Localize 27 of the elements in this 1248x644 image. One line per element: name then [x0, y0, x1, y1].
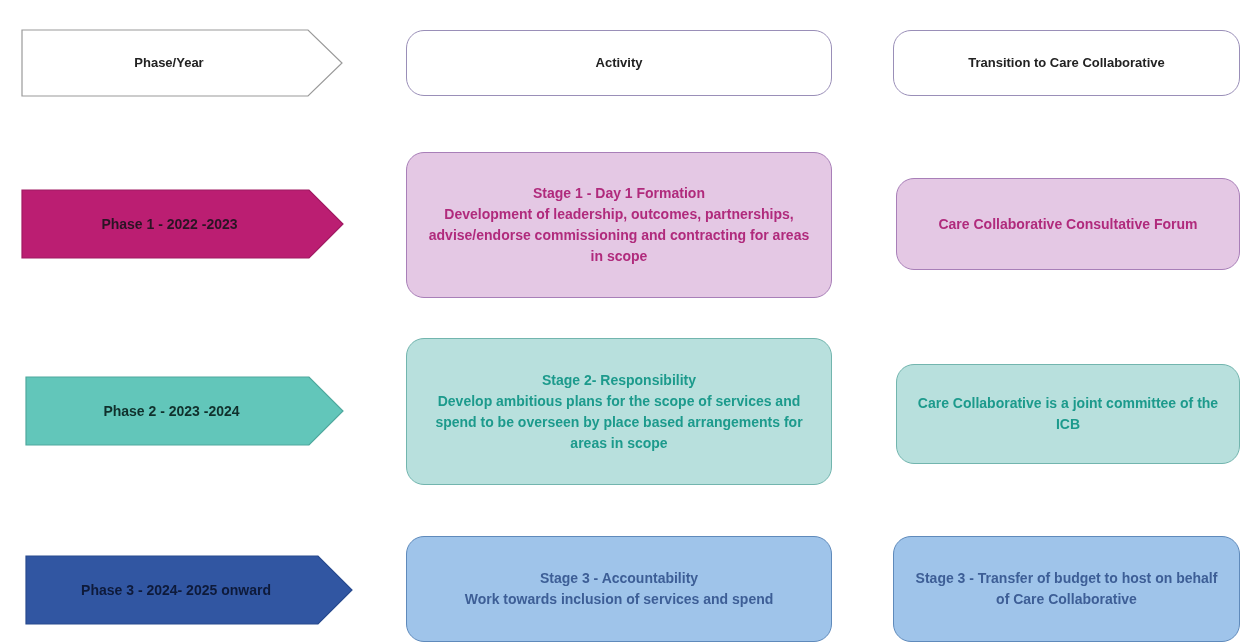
node-label: Care Collaborative Consultative Forum	[938, 214, 1198, 234]
stage-description: Development of leadership, outcomes, partnerships, advise/endorse commissioning and contracting for areas in scope	[427, 205, 811, 266]
process-box	[896, 178, 1240, 270]
phase-arrow	[26, 556, 352, 624]
node-label: Phase/Year	[134, 54, 204, 73]
stage-heading: Stage 2- Responsibility	[541, 370, 696, 390]
stage-description: Work towards inclusion of services and spend	[464, 590, 774, 609]
process-box	[406, 338, 832, 485]
process-box	[896, 364, 1240, 464]
node-label: Phase 1 - 2022 -2023	[101, 214, 238, 234]
node-label: Phase 3 - 2024- 2025 onward	[81, 580, 271, 600]
header-box	[406, 30, 832, 96]
node-label: Transition to Care Collaborative	[968, 54, 1165, 73]
phase-arrow	[22, 30, 342, 96]
node-label: Activity	[595, 54, 643, 73]
phase-arrow	[22, 190, 343, 258]
stage-heading: Stage 3 - Accountability	[539, 569, 699, 588]
process-box	[406, 536, 832, 642]
stage-heading: Stage 1 - Day 1 Formation	[533, 184, 705, 203]
process-box	[893, 536, 1240, 642]
node-label: Care Collaborative is a joint committee of the ICB	[916, 394, 1220, 434]
stage-description: Develop ambitious plans for the scope of services and spend to be overseen by place based arrangements for areas in scope	[434, 391, 804, 453]
node-label: Stage 3 - Transfer of budget to host on behalf of Care Collaborative	[914, 569, 1219, 609]
process-box	[406, 152, 832, 298]
phase-arrow	[26, 377, 343, 445]
node-label: Phase 2 - 2023 -2024	[103, 401, 240, 421]
header-box	[893, 30, 1240, 96]
